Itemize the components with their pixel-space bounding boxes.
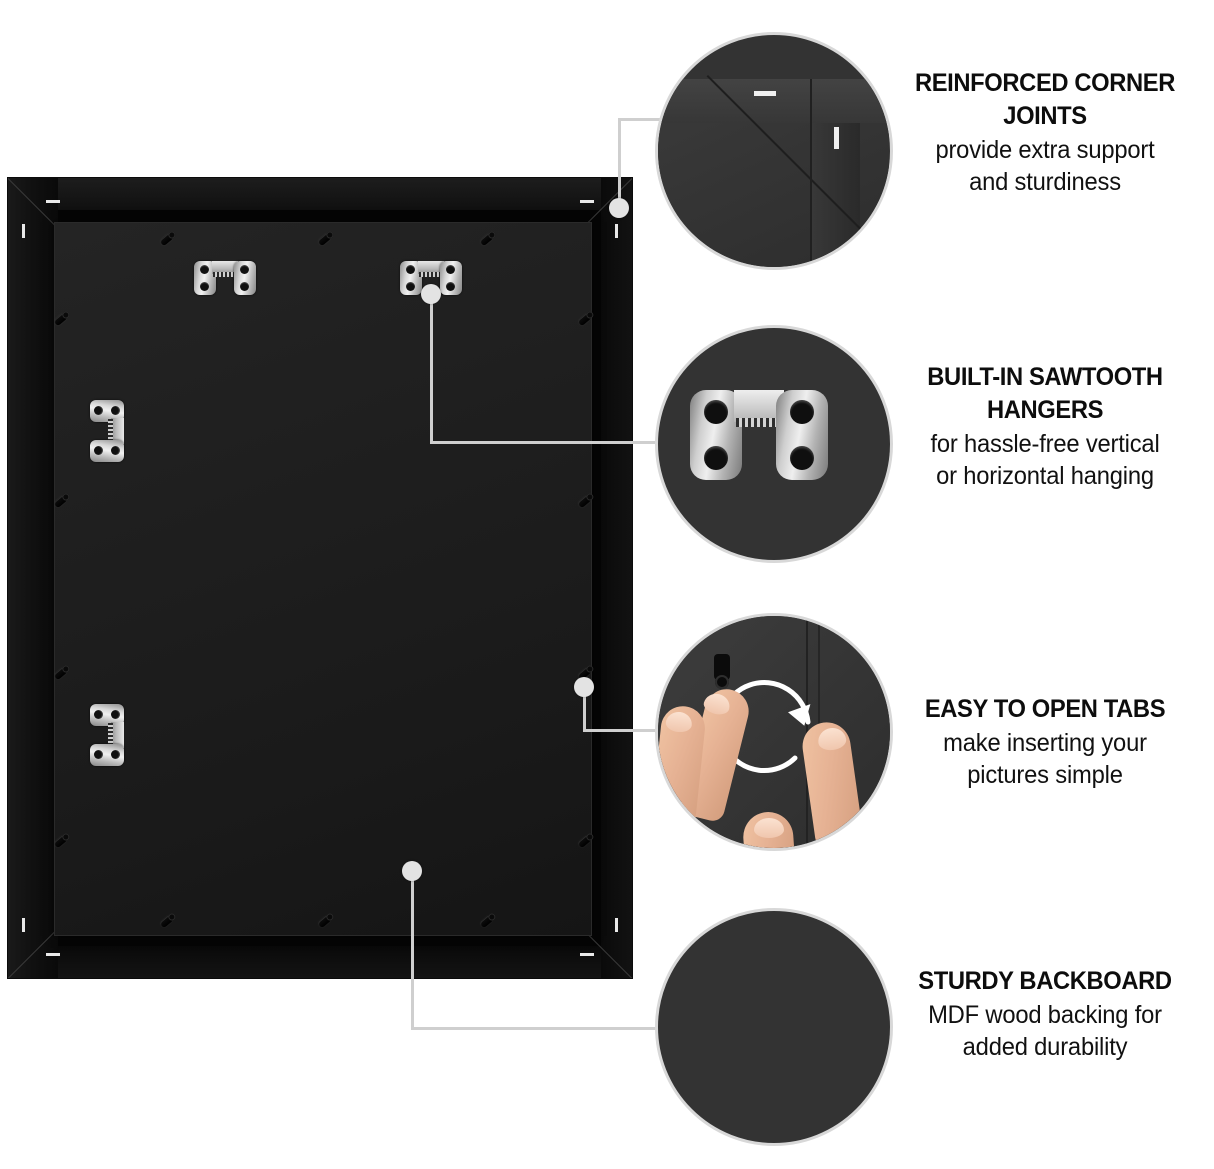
mdf-backboard <box>54 222 592 936</box>
callout-2-heading-line1: BUILT-IN SAWTOOTH <box>927 363 1163 391</box>
corner-mark-br-h <box>580 953 594 956</box>
corner-mark-tr-h <box>580 200 594 203</box>
corner-mark-tr-v <box>615 224 618 238</box>
backboard-icon <box>655 908 893 1146</box>
product-frame-back-photo <box>8 178 632 978</box>
corner-mark-bl-h <box>46 953 60 956</box>
callout-1-heading-line1: REINFORCED CORNER <box>914 69 1176 97</box>
corner-mark-tl-h <box>46 200 60 203</box>
callout-2-heading-line2: HANGERS <box>986 396 1104 424</box>
sawtooth-hanger-vertical-upper <box>90 400 124 462</box>
corner-mark-tl-v <box>22 224 25 238</box>
callout-2-body-line1: for hassle-free vertical <box>930 430 1160 458</box>
callout-4-heading-line1: STURDY BACKBOARD <box>918 967 1172 995</box>
sawtooth-hanger-icon <box>655 325 893 563</box>
callout-1-body-line1: provide extra support <box>935 136 1155 164</box>
corner-mark-br-v <box>615 918 618 932</box>
corner-joint-icon <box>655 32 893 270</box>
sawtooth-hanger-horizontal-right <box>400 261 462 295</box>
rotating-tab-top <box>714 654 730 689</box>
sawtooth-hanger-horizontal-left <box>194 261 256 295</box>
corner-mark-bl-v <box>22 918 25 932</box>
callout-3-heading-line1: EASY TO OPEN TABS <box>924 695 1166 723</box>
callout-1-body-line2: and sturdiness <box>969 168 1121 196</box>
callout-3-body-line1: make inserting your <box>943 729 1147 757</box>
callout-3-body-line2: pictures simple <box>967 761 1123 789</box>
callout-1-heading-line2: JOINTS <box>1003 102 1087 130</box>
callout-2-body-line2: or horizontal hanging <box>936 462 1154 490</box>
callout-4-body-line1: MDF wood backing for <box>928 1001 1162 1029</box>
sawtooth-hanger-vertical-lower <box>90 704 124 766</box>
hand-rotating-tab-icon <box>655 613 893 851</box>
callout-4-body-line2: added durability <box>962 1033 1128 1061</box>
